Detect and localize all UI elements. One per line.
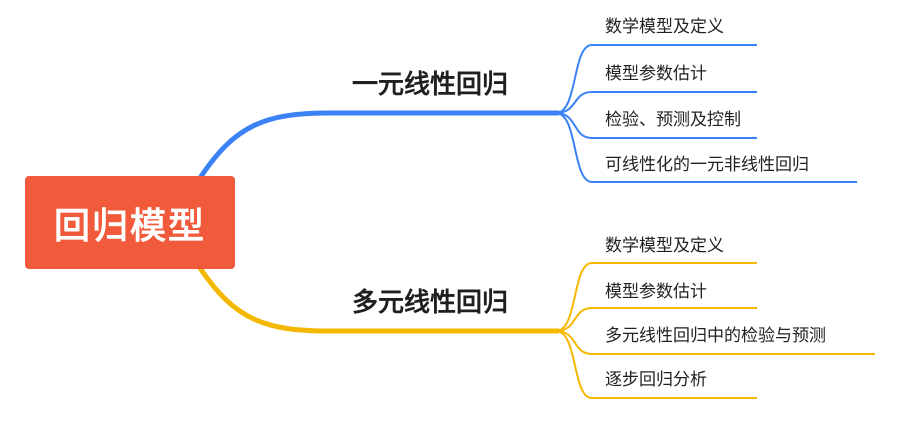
leaf-node[interactable]: 逐步回归分析 bbox=[605, 370, 707, 390]
leaf-node[interactable]: 模型参数估计 bbox=[605, 282, 707, 302]
leaf-connector bbox=[555, 307, 757, 332]
branch-node-linear[interactable]: 一元线性回归 bbox=[352, 70, 509, 100]
branch-connector-linear bbox=[197, 110, 561, 181]
root-node[interactable]: 回归模型 bbox=[25, 176, 235, 269]
branch-node-multiple[interactable]: 多元线性回归 bbox=[352, 288, 509, 318]
leaf-node[interactable]: 模型参数估计 bbox=[605, 64, 707, 84]
leaf-connector bbox=[555, 330, 875, 355]
leaf-connector bbox=[555, 44, 757, 114]
root-label: 回归模型 bbox=[53, 205, 206, 247]
leaf-connector bbox=[555, 262, 757, 332]
leaf-node[interactable]: 数学模型及定义 bbox=[605, 17, 724, 37]
leaf-node[interactable]: 检验、预测及控制 bbox=[605, 110, 741, 130]
leaf-node[interactable]: 数学模型及定义 bbox=[605, 236, 724, 256]
leaf-connector bbox=[555, 330, 757, 399]
branch-connector-multiple bbox=[197, 265, 561, 334]
leaf-node[interactable]: 多元线性回归中的检验与预测 bbox=[605, 326, 826, 346]
leaf-node[interactable]: 可线性化的一元非线性回归 bbox=[605, 155, 809, 175]
leaf-connector bbox=[555, 112, 757, 139]
leaf-connector bbox=[555, 112, 857, 183]
leaf-connector bbox=[555, 91, 757, 114]
